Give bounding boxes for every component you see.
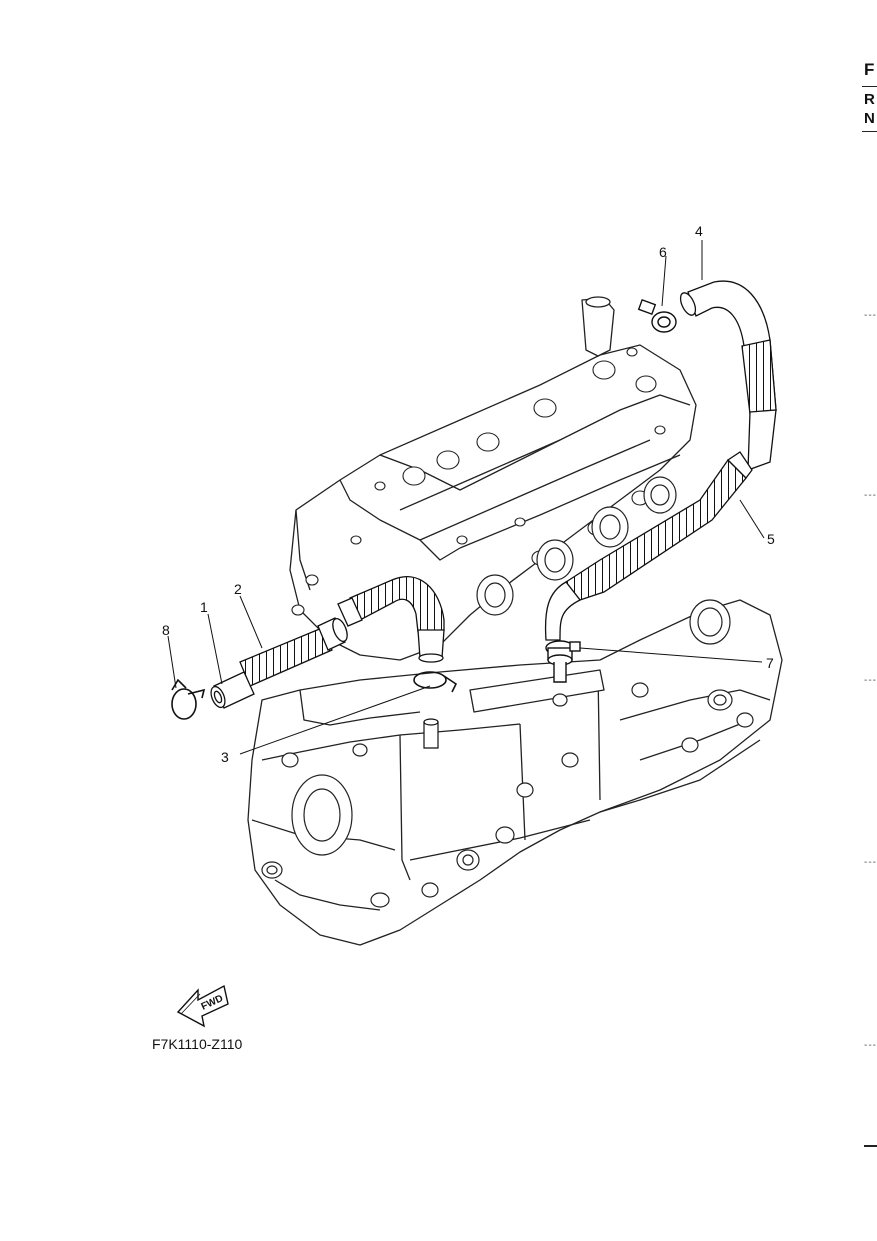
exhaust-ports bbox=[476, 476, 677, 616]
callout-4: 4 bbox=[695, 223, 703, 239]
hose-4 bbox=[679, 280, 777, 471]
fitting-stud bbox=[423, 718, 439, 749]
edge-tick: --- bbox=[864, 490, 877, 501]
ring-3 bbox=[413, 671, 458, 693]
edge-letter-f: F bbox=[864, 60, 875, 79]
edge-tick: --- bbox=[864, 675, 877, 686]
hose-2 bbox=[239, 617, 348, 687]
edge-letter-r: R bbox=[864, 91, 875, 108]
edge-tick: --- bbox=[864, 310, 877, 321]
clamp-7 bbox=[545, 640, 581, 683]
callout-1: 1 bbox=[200, 599, 208, 615]
clamp-6 bbox=[637, 299, 677, 333]
callout-2: 2 bbox=[234, 581, 242, 597]
callout-3: 3 bbox=[221, 749, 229, 765]
center-elbow-hose bbox=[337, 576, 445, 663]
callout-7: 7 bbox=[766, 655, 774, 671]
hose-5 bbox=[544, 451, 753, 641]
fwd-arrow-icon: FWD bbox=[176, 984, 229, 1028]
callout-8: 8 bbox=[162, 622, 170, 638]
edge-divider bbox=[862, 131, 877, 132]
figure-code: F7K1110-Z110 bbox=[152, 1036, 243, 1052]
edge-letter-n: N bbox=[864, 110, 875, 127]
edge-divider bbox=[864, 1145, 877, 1147]
crankcase-bosses bbox=[261, 599, 754, 908]
crankcase-outline bbox=[247, 599, 783, 946]
leader-lines bbox=[167, 240, 765, 755]
hose-1 bbox=[210, 671, 255, 709]
edge-tick: --- bbox=[864, 857, 877, 868]
callout-6: 6 bbox=[659, 244, 667, 260]
clip-8 bbox=[171, 678, 206, 720]
edge-tick: --- bbox=[864, 1040, 877, 1051]
callout-5: 5 bbox=[767, 531, 775, 547]
edge-divider bbox=[862, 86, 877, 87]
